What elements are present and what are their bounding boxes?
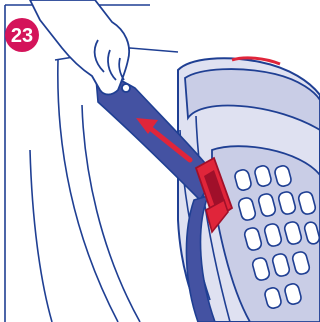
step-number: 23 (11, 25, 33, 47)
step-badge: 23 (5, 18, 39, 52)
hand-icon (30, 0, 130, 95)
